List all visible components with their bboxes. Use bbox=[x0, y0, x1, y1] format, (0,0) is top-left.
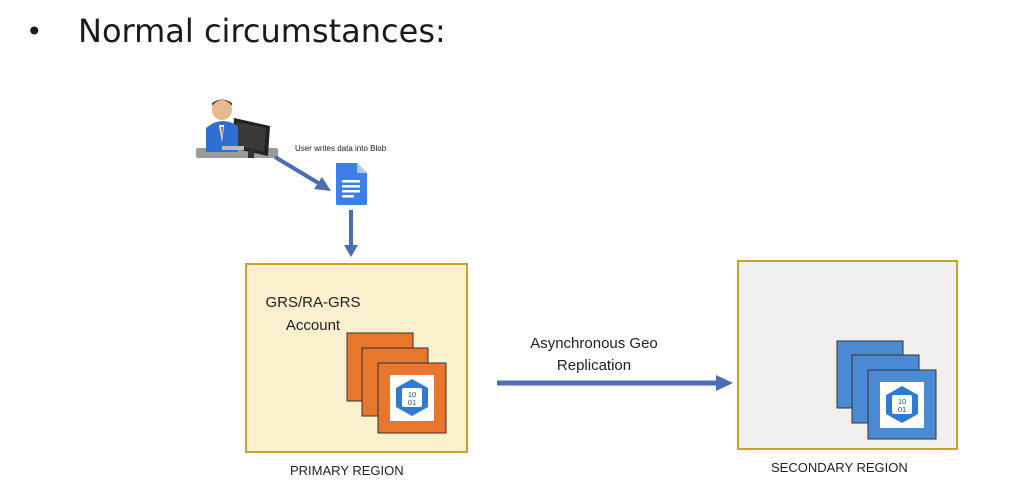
account-type-label: GRS/RA-GRS Account bbox=[265, 294, 361, 334]
replication-label: Asynchronous Geo Replication bbox=[530, 335, 658, 374]
user-computer-icon bbox=[196, 99, 278, 158]
blob-icon-line2-secondary: 01 bbox=[898, 405, 906, 414]
blob-icon-line2: 01 bbox=[408, 398, 416, 407]
secondary-blob-stack: 10 01 bbox=[836, 340, 937, 440]
heading-text: Normal circumstances: bbox=[78, 12, 446, 50]
user-to-document-arrow bbox=[273, 155, 322, 186]
document-icon bbox=[336, 163, 367, 205]
blob-storage-icon: 10 01 bbox=[880, 382, 924, 428]
blob-storage-icon: 10 01 bbox=[390, 375, 434, 421]
primary-blob-stack: 10 01 bbox=[346, 332, 447, 434]
primary-region-caption: PRIMARY REGION bbox=[290, 463, 404, 478]
bullet: • bbox=[26, 14, 43, 48]
secondary-region-caption: SECONDARY REGION bbox=[771, 460, 908, 475]
blob-icon-line1: 10 bbox=[408, 390, 416, 399]
slide-heading: • Normal circumstances: bbox=[26, 12, 446, 50]
blob-icon-line1-secondary: 10 bbox=[898, 397, 906, 406]
user-action-label: User writes data into Blob bbox=[295, 144, 387, 153]
